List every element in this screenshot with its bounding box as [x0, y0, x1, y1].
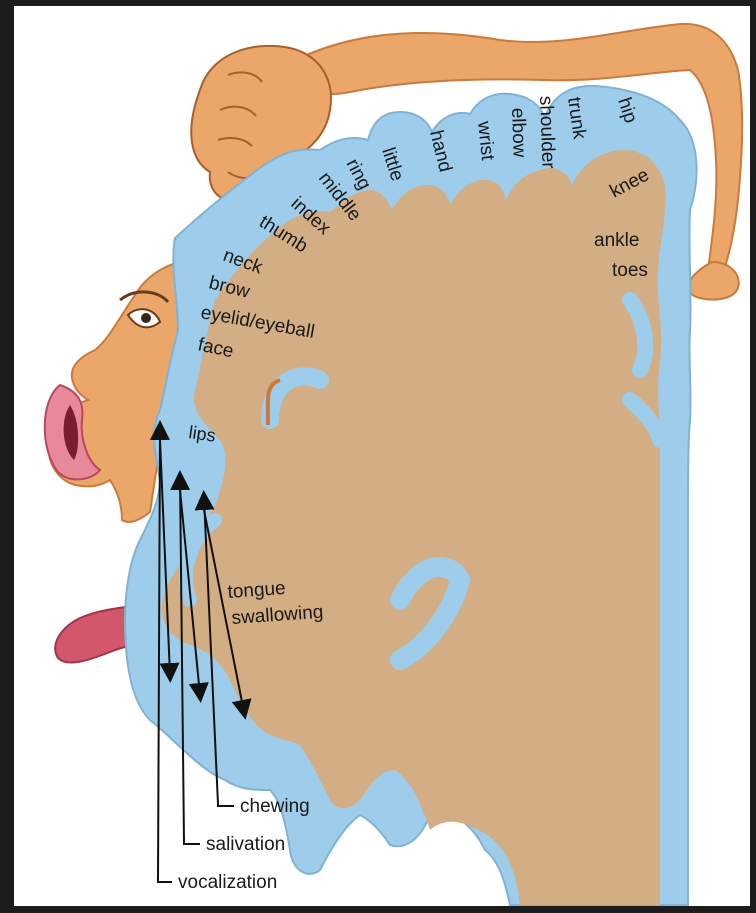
label-toes: toes [612, 260, 648, 281]
label-lips: lips [187, 422, 217, 446]
label-elbow: elbow [507, 107, 530, 158]
label-ankle: ankle [594, 230, 639, 251]
leader-chewing [218, 804, 234, 806]
label-chewing: chewing [240, 796, 310, 817]
label-vocalization: vocalization [178, 872, 277, 893]
label-tongue: tongue [227, 578, 286, 603]
label-shoulder: shoulder [535, 95, 559, 169]
leader-salivation [184, 842, 200, 844]
label-wrist: wrist [473, 119, 498, 162]
homunculus-foot [688, 262, 739, 300]
leader-vocalization [158, 880, 172, 882]
label-salivation: salivation [206, 834, 285, 855]
